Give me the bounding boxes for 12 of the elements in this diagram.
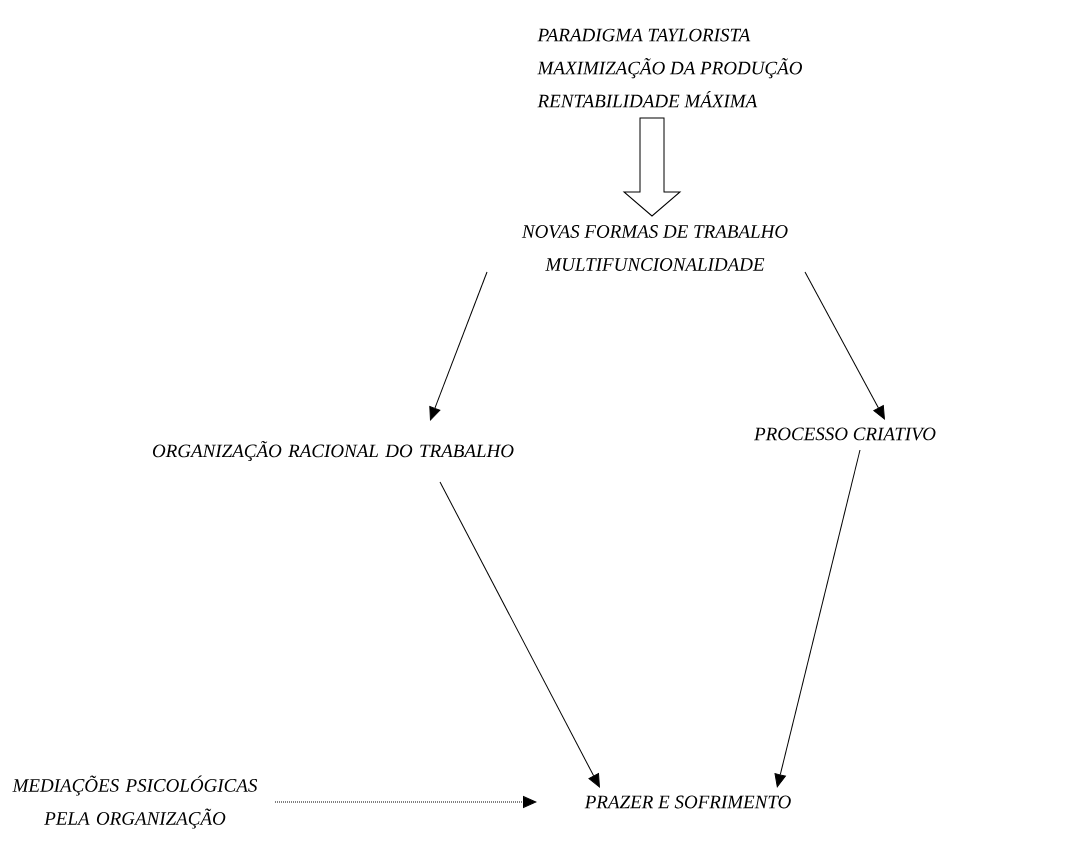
text-label: PARADIGMA TAYLORISTA MAXIMIZAÇÃO DA PRODUÇÃO RENTABILIDADE MÁXIMA: [537, 28, 802, 108]
arrow: [429, 271, 488, 421]
text-label: PROCESSO CRIATIVO: [753, 427, 936, 441]
text-label: ORGANIZAÇÃO RACIONAL DO TRABALHO: [152, 440, 514, 462]
arrow: [274, 796, 537, 808]
block-arrow: [623, 117, 681, 217]
arrow: [439, 481, 600, 788]
arrow: [804, 271, 885, 420]
text-label: MEDIAÇÕES PSICOLÓGICAS PELA ORGANIZAÇÃO: [12, 775, 258, 829]
text-label: PRAZER E SOFRIMENTO: [584, 795, 791, 809]
arrow: [774, 449, 861, 788]
text-label: NOVAS FORMAS DE TRABALHO MULTIFUNCIONALIDADE: [521, 225, 788, 271]
